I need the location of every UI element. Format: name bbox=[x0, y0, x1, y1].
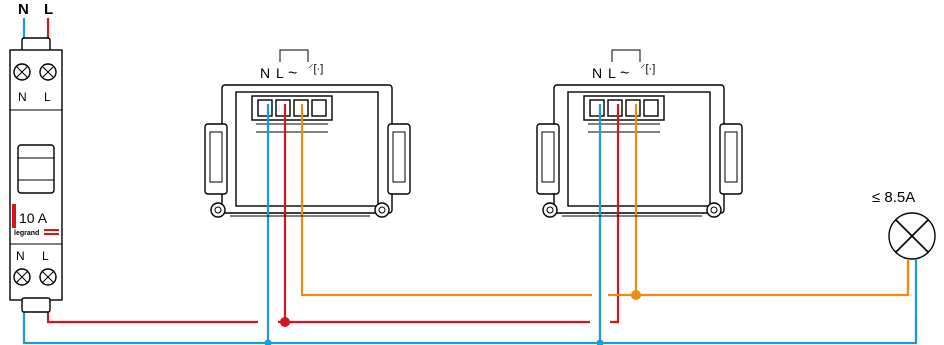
junction-dots bbox=[264, 290, 641, 345]
switch-2-bracket bbox=[611, 49, 641, 62]
switched-junction-dot bbox=[631, 290, 641, 300]
switch-1-right-clip bbox=[387, 123, 411, 195]
lamp-rating-label: ≤ 8.5A bbox=[872, 189, 915, 206]
neutral-junction-dot-2 bbox=[596, 339, 604, 345]
breaker-top-n-label: N bbox=[18, 90, 27, 104]
switch-module-2: N L ~ ⸍[·] bbox=[536, 49, 743, 218]
switch-1-out-label: ⸍[·] bbox=[308, 63, 323, 75]
breaker-bottom-clip bbox=[21, 297, 51, 313]
breaker-bottom-terminal-l bbox=[39, 268, 57, 286]
breaker-bottom-n-label: N bbox=[16, 249, 25, 263]
neutral-junction-dot-1 bbox=[264, 339, 272, 345]
breaker-bottom-l-label: L bbox=[42, 249, 49, 263]
breaker-top-terminal-l bbox=[39, 63, 57, 81]
breaker-brand-logo: legrand bbox=[14, 230, 39, 237]
supply-neutral-label: N bbox=[18, 1, 29, 18]
switch-module-1: N L ~ ⸍[·] bbox=[204, 49, 411, 218]
switch-1-left-clip bbox=[204, 123, 228, 195]
breaker-rating-label: 10 A bbox=[19, 210, 48, 226]
switch-2-right-clip bbox=[719, 123, 743, 195]
breaker-top-l-label: L bbox=[44, 90, 51, 104]
switch-2-l-label: L bbox=[608, 65, 616, 81]
switch-1-bracket bbox=[279, 49, 309, 62]
switch-1-wave-label: ~ bbox=[288, 65, 297, 82]
switch-1-foot-left bbox=[210, 202, 226, 218]
lamp: ≤ 8.5A bbox=[872, 189, 936, 343]
circuit-breaker: N L 10 A legrand N L bbox=[9, 37, 63, 313]
breaker-bottom-terminal-n bbox=[13, 268, 31, 286]
switch-1-n-label: N bbox=[260, 65, 270, 81]
switch-2-out-label: ⸍[·] bbox=[640, 63, 655, 75]
breaker-red-mark bbox=[12, 204, 16, 228]
switch-2-left-clip bbox=[536, 123, 560, 195]
lamp-cross-icon bbox=[895, 219, 929, 253]
switch-1-l-label: L bbox=[276, 65, 284, 81]
live-junction-dot bbox=[280, 317, 290, 327]
switch-2-foot-left bbox=[542, 202, 558, 218]
switch-2-foot-right bbox=[706, 202, 722, 218]
switch-2-wave-label: ~ bbox=[620, 65, 629, 82]
breaker-toggle-lever bbox=[17, 144, 55, 194]
switch-1-foot-right bbox=[374, 202, 390, 218]
switch-2-n-label: N bbox=[592, 65, 602, 81]
supply-live-label: L bbox=[44, 1, 53, 18]
breaker-top-terminal-n bbox=[13, 63, 31, 81]
